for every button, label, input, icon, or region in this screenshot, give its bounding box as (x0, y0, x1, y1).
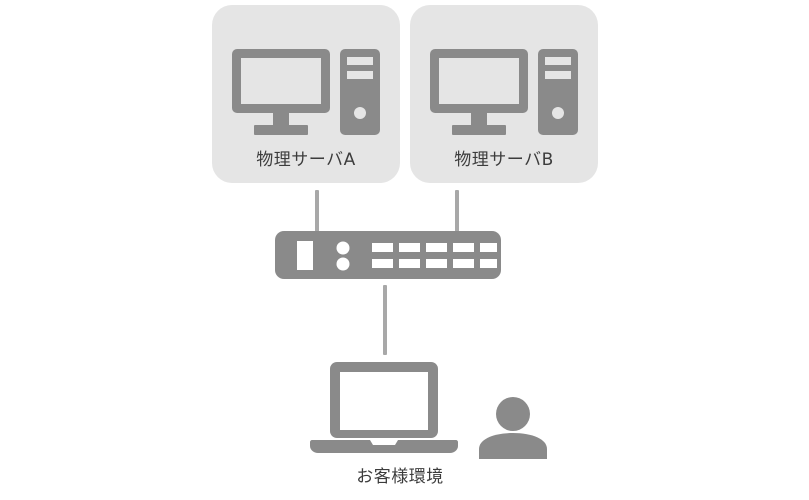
laptop-icon (310, 362, 458, 454)
connection-server-a-to-switch (315, 190, 319, 232)
desktop-pc-icon (430, 47, 578, 137)
connection-server-b-to-switch (455, 190, 459, 232)
server-a-label: 物理サーバA (256, 150, 356, 170)
server-b-label: 物理サーバB (454, 150, 554, 170)
person-icon (473, 397, 553, 459)
network-switch-icon[interactable] (275, 231, 501, 279)
client-node[interactable] (310, 362, 553, 459)
server-node-b[interactable]: 物理サーバB (410, 5, 598, 183)
desktop-pc-icon (232, 47, 380, 137)
client-label: お客様環境 (356, 467, 444, 487)
server-node-a[interactable]: 物理サーバA (212, 5, 400, 183)
connection-switch-to-client (383, 285, 387, 355)
